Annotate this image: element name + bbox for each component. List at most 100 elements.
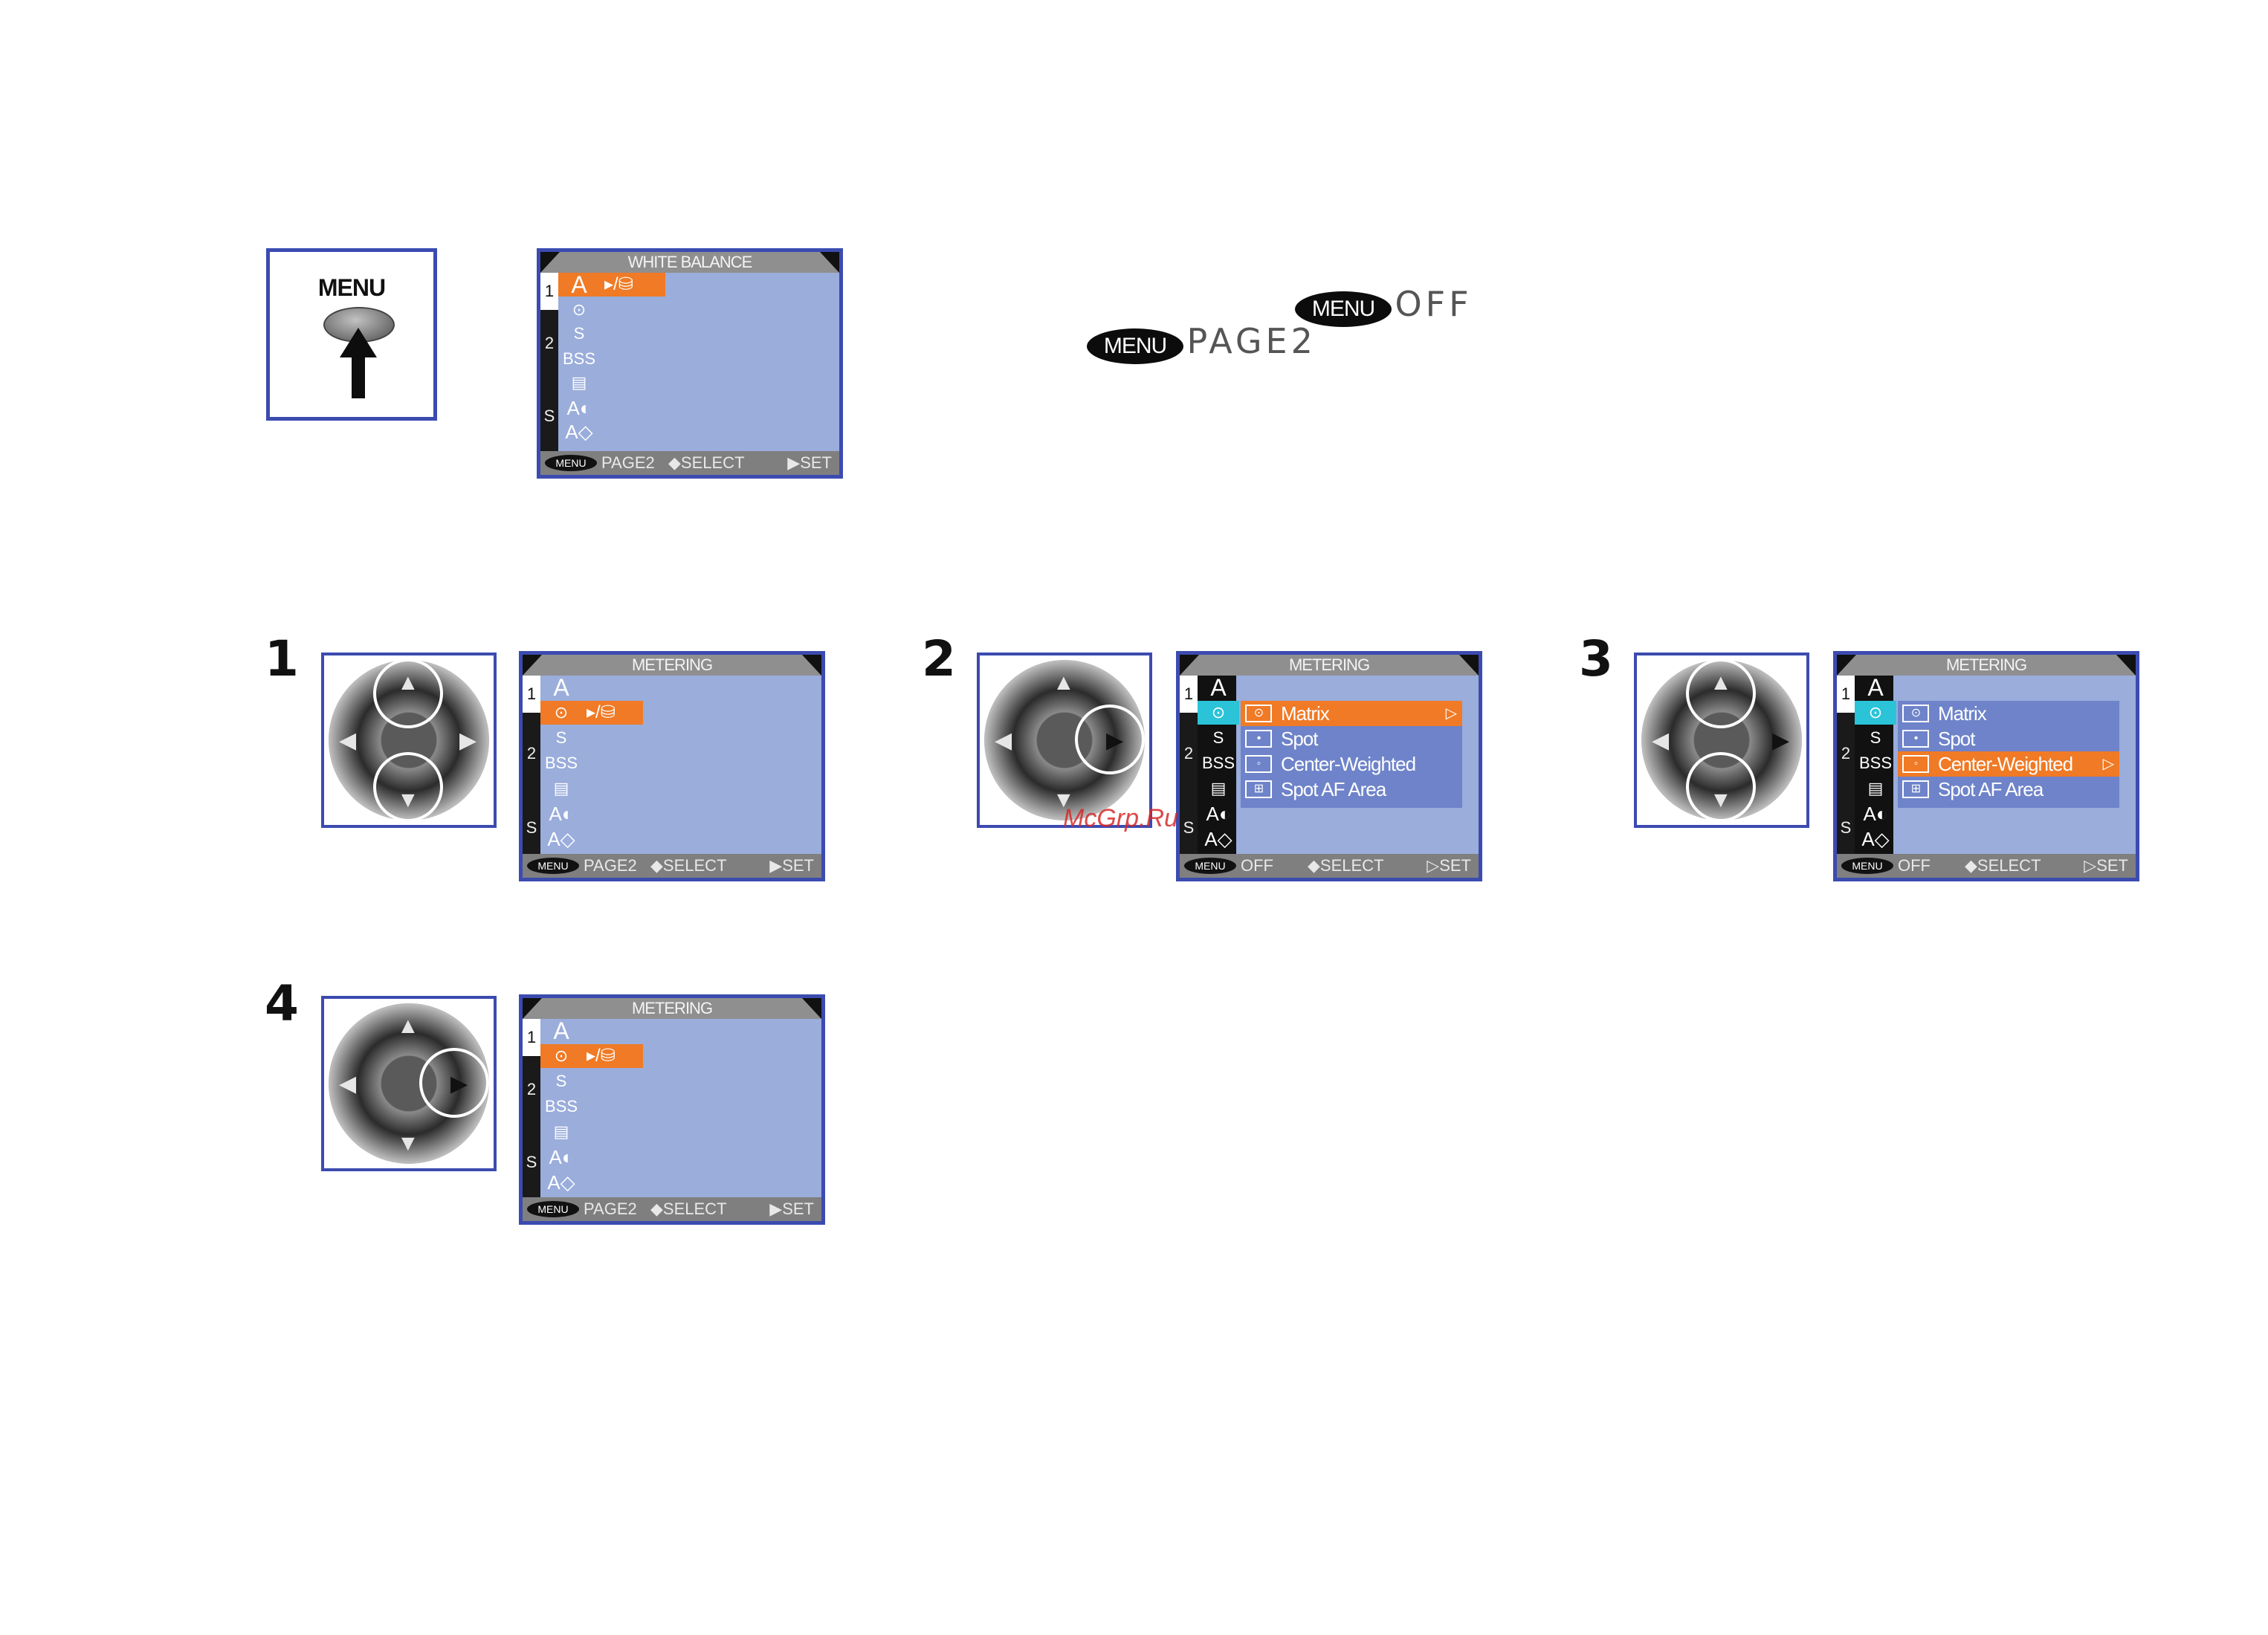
- screen-title: METERING: [1180, 655, 1479, 676]
- metering-icon: ⊙: [540, 701, 582, 725]
- page-strip: 1 2 S: [1180, 676, 1198, 854]
- option-spot[interactable]: •Spot: [1898, 726, 2119, 751]
- option-matrix[interactable]: ⊙Matrix: [1898, 701, 2119, 726]
- footer-set: ▶SET: [787, 453, 832, 472]
- menu-badge: MENU: [1841, 858, 1893, 874]
- up-arrow-icon: ▲: [1053, 670, 1075, 695]
- screen-title: METERING: [1837, 655, 2136, 676]
- screen-title: METERING: [523, 998, 821, 1019]
- page-1: 1: [1837, 676, 1855, 713]
- s-icon: S: [1870, 728, 1881, 747]
- icon-column: A ⊙ S BSS ▤ A◐ A◇: [540, 676, 582, 854]
- metering-icon: ⊙: [1198, 701, 1239, 725]
- page-s: S: [1180, 809, 1198, 846]
- highlight-ring: [1686, 658, 1756, 728]
- spot-icon: •: [1902, 730, 1929, 748]
- multi-selector-right: ▲ ▼ ◀ ▶: [321, 996, 497, 1171]
- bss-icon: BSS: [544, 1097, 578, 1116]
- image-icon: ▤: [1867, 779, 1884, 797]
- page-s: S: [540, 398, 558, 435]
- s-icon: S: [555, 728, 567, 747]
- metering-icon: ⊙: [1855, 701, 1896, 725]
- page-strip: 1 2 S: [540, 273, 558, 451]
- step-number: 2: [922, 630, 956, 687]
- option-spot[interactable]: •Spot: [1241, 726, 1462, 751]
- screen-title: METERING: [523, 655, 821, 676]
- metering-icon: ⊙: [572, 300, 587, 319]
- option-spot-af-area[interactable]: ⊞Spot AF Area: [1241, 777, 1462, 802]
- bss-icon: BSS: [544, 754, 578, 772]
- screen-footer: MENU PAGE2 ◆SELECT ▶SET: [523, 854, 821, 878]
- current-value-highlight: [581, 701, 643, 725]
- option-center-weighted[interactable]: ◦Center-Weighted: [1241, 751, 1462, 777]
- page-2: 2: [540, 325, 558, 362]
- menu-button-illustration: MENU: [266, 248, 437, 421]
- screen-footer: MENU PAGE2 ◆SELECT ▶SET: [540, 451, 839, 475]
- multi-selector-up-down: ▲ ▼ ◀ ▶: [1634, 653, 1809, 828]
- icon-column: A ⊙ S BSS ▤ A◐ A◇: [1198, 676, 1239, 854]
- footer-select: ◆SELECT: [668, 453, 745, 472]
- page-1: 1: [523, 676, 540, 713]
- menu-badge: MENU: [527, 858, 579, 874]
- page-strip: 1 2 S: [523, 1019, 540, 1197]
- metering-submenu: ⊙Matrix▷ •Spot ◦Center-Weighted ⊞Spot AF…: [1241, 701, 1462, 808]
- spot-af-area-icon: ⊞: [1902, 780, 1929, 798]
- menu-badge: MENU: [1087, 328, 1183, 364]
- menu-badge: MENU: [545, 455, 597, 471]
- image-icon: ▤: [1210, 779, 1227, 797]
- current-value-highlight: [598, 273, 665, 297]
- option-center-weighted[interactable]: ◦Center-Weighted▷: [1898, 751, 2119, 777]
- highlight-ring: [1686, 752, 1756, 822]
- metering-screen-step3: METERING 1 2 S A ⊙ S BSS ▤ A◐ A◇ ⊙Matrix…: [1833, 651, 2139, 881]
- sharpness-icon: A◇: [1861, 828, 1890, 850]
- down-arrow-icon: ▼: [1053, 788, 1075, 812]
- center-weighted-icon: ◦: [1902, 755, 1929, 773]
- footer-select: ◆SELECT: [1308, 856, 1384, 875]
- wb-icon: A: [558, 273, 600, 297]
- left-arrow-icon: ◀: [339, 1072, 357, 1096]
- footer-set: ▶SET: [769, 1199, 814, 1218]
- footer-select: ◆SELECT: [1965, 856, 2041, 875]
- center-weighted-icon: ◦: [1245, 755, 1272, 773]
- menu-button-label: MENU: [317, 274, 386, 301]
- metering-icon: ⊙: [540, 1044, 582, 1068]
- screen-footer: MENU PAGE2 ◆SELECT ▶SET: [523, 1197, 821, 1221]
- page-s: S: [523, 809, 540, 846]
- option-matrix[interactable]: ⊙Matrix▷: [1241, 701, 1462, 726]
- matrix-icon: ⊙: [1902, 705, 1929, 722]
- contrast-icon: A◐: [1863, 803, 1888, 825]
- option-spot-af-area[interactable]: ⊞Spot AF Area: [1898, 777, 2119, 802]
- icon-column: A ⊙ S BSS ▤ A◐ A◇: [1855, 676, 1896, 854]
- menu-off-instruction: MENU OFF: [1295, 284, 1473, 327]
- s-icon: S: [555, 1072, 567, 1090]
- metering-screen-step1: METERING 1 2 S A ⊙ S BSS ▤ A◐ A◇ ▸/⛁ MEN…: [519, 651, 825, 881]
- current-value-icon: ▸/⛁: [587, 702, 616, 722]
- off-label: OFF: [1395, 284, 1473, 324]
- footer-set: ▷SET: [1427, 856, 1471, 875]
- page-1: 1: [540, 273, 558, 310]
- highlight-ring: [373, 752, 443, 822]
- right-arrow-icon: ▶: [459, 728, 477, 753]
- menu-page2-instruction: MENU PAGE2: [1087, 321, 1316, 364]
- multi-selector-up-down: ▲ ▼ ◀ ▶: [321, 653, 497, 828]
- bss-icon: BSS: [1201, 754, 1235, 772]
- footer-page2: PAGE2: [584, 856, 637, 875]
- screen-footer: MENU OFF ◆SELECT ▷SET: [1837, 854, 2136, 878]
- current-value-icon: ▸/⛁: [587, 1046, 616, 1066]
- wb-icon: A: [553, 1017, 569, 1044]
- contrast-icon: A◐: [1206, 803, 1231, 825]
- up-arrow-icon: ▲: [397, 1014, 419, 1038]
- highlight-ring: [1075, 705, 1145, 774]
- footer-set: ▶SET: [769, 856, 814, 875]
- white-balance-screen: WHITE BALANCE 1 2 S A ⊙ S BSS ▤ A◐ A◇ ▸/…: [537, 248, 843, 479]
- footer-off: OFF: [1241, 856, 1273, 875]
- menu-badge: MENU: [1184, 858, 1236, 874]
- page-2: 2: [523, 1071, 540, 1108]
- metering-submenu: ⊙Matrix •Spot ◦Center-Weighted▷ ⊞Spot AF…: [1898, 701, 2119, 808]
- page-2: 2: [1180, 735, 1198, 772]
- arrow-up-icon: [340, 328, 377, 398]
- down-arrow-icon: ▼: [397, 1131, 419, 1156]
- page-s: S: [1837, 809, 1855, 846]
- highlight-ring: [373, 658, 443, 728]
- image-icon: ▤: [553, 1122, 569, 1141]
